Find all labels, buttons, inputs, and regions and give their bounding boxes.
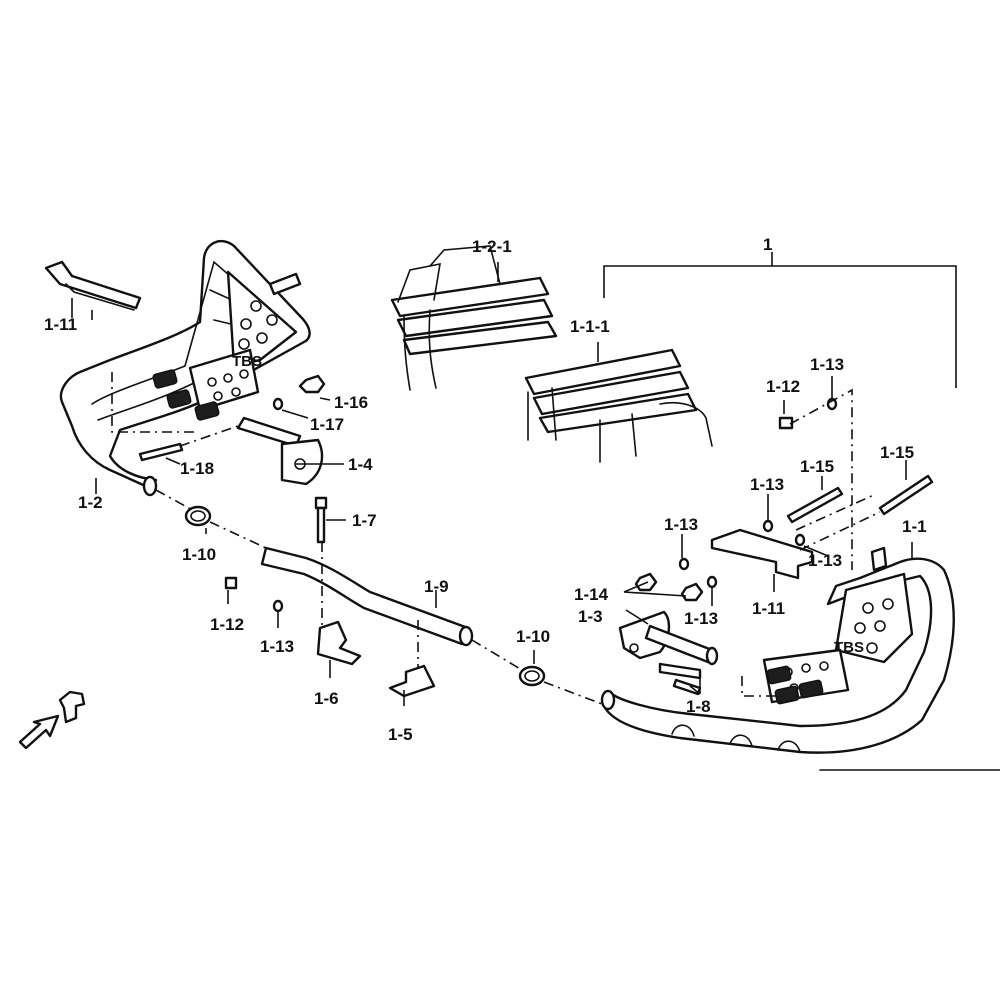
washer-1-13-right [794,533,806,547]
right-nerf-bar: TBS [600,546,955,754]
callout-1-5: 1-5 [388,725,413,744]
callout-1-14: 1-14 [574,585,609,604]
callout-1-13-a: 1-13 [260,637,294,656]
grip-net-1-2-1 [390,245,558,391]
bracket-1-6 [316,620,362,666]
washer-1-17 [272,397,284,411]
washer-1-13-left [678,557,690,571]
callout-1-4: 1-4 [348,455,373,474]
callout-1: 1 [763,235,772,254]
clamp-ring-right [518,665,546,687]
callout-1-2: 1-2 [78,493,103,512]
callout-1-12-right: 1-12 [766,377,800,396]
callout-1-13-f: 1-13 [684,609,718,628]
callout-1-8: 1-8 [686,697,711,716]
assembly-bracket-1 [603,252,957,388]
nut-1-14-b [680,582,704,602]
leader-lines [71,262,913,706]
callout-1-6: 1-6 [314,689,339,708]
pivot-arm-1-4 [236,416,324,486]
left-footrest-bracket [44,260,142,311]
long-bolt-1-15-a [786,486,844,524]
callout-1-7: 1-7 [352,511,377,530]
callout-1-15-b: 1-15 [880,443,914,462]
arm-1-3 [618,610,719,666]
cross-tube [260,546,474,647]
callout-1-9: 1-9 [424,577,449,596]
grip-net-1-1-1 [524,348,713,463]
bracket-1-5 [388,664,436,698]
clamp-ring-left [184,505,212,527]
callout-1-17: 1-17 [310,415,344,434]
callout-1-1-1: 1-1-1 [570,317,610,336]
washer-1-13-mid [762,519,774,533]
callout-1-13-d: 1-13 [664,515,698,534]
long-bolt-1-15-b [878,474,934,516]
callout-1-11-right: 1-11 [752,599,785,618]
nut-1-16 [298,374,326,394]
bolt-1-8-a [658,662,702,680]
callout-1-11-left: 1-11 [44,315,77,334]
tbs-emblem-left: TBS [232,353,262,370]
bolt-1-7 [314,496,328,544]
callout-1-3: 1-3 [578,607,603,626]
right-footrest-bracket [710,528,814,580]
callout-1-13-e: 1-13 [808,551,842,570]
callout-1-18: 1-18 [180,459,214,478]
bolt-1-18 [138,442,184,462]
callout-1-16: 1-16 [334,393,368,412]
left-nerf-bar: TBS [59,239,311,497]
assembly-center-lines [111,372,881,705]
callout-1-10-right: 1-10 [516,627,550,646]
callout-1-2-1: 1-2-1 [472,237,512,256]
washer-1-13-left [272,599,284,613]
callout-1-15-a: 1-15 [800,457,834,476]
callout-1-13-b: 1-13 [810,355,844,374]
callout-1-13-c: 1-13 [750,475,784,494]
washer-1-13-low [706,575,718,589]
callout-1-12-left: 1-12 [210,615,244,634]
bolt-1-12-left [224,576,238,590]
bolt-1-8-b [672,678,702,696]
callout-labels: 1 1-1 1-1-1 1-2 1-2-1 1-3 1-4 1-5 1-6 1-… [44,235,927,744]
callout-1-1: 1-1 [902,517,927,536]
front-direction-arrow-icon [18,690,86,750]
callout-1-10-left: 1-10 [182,545,216,564]
